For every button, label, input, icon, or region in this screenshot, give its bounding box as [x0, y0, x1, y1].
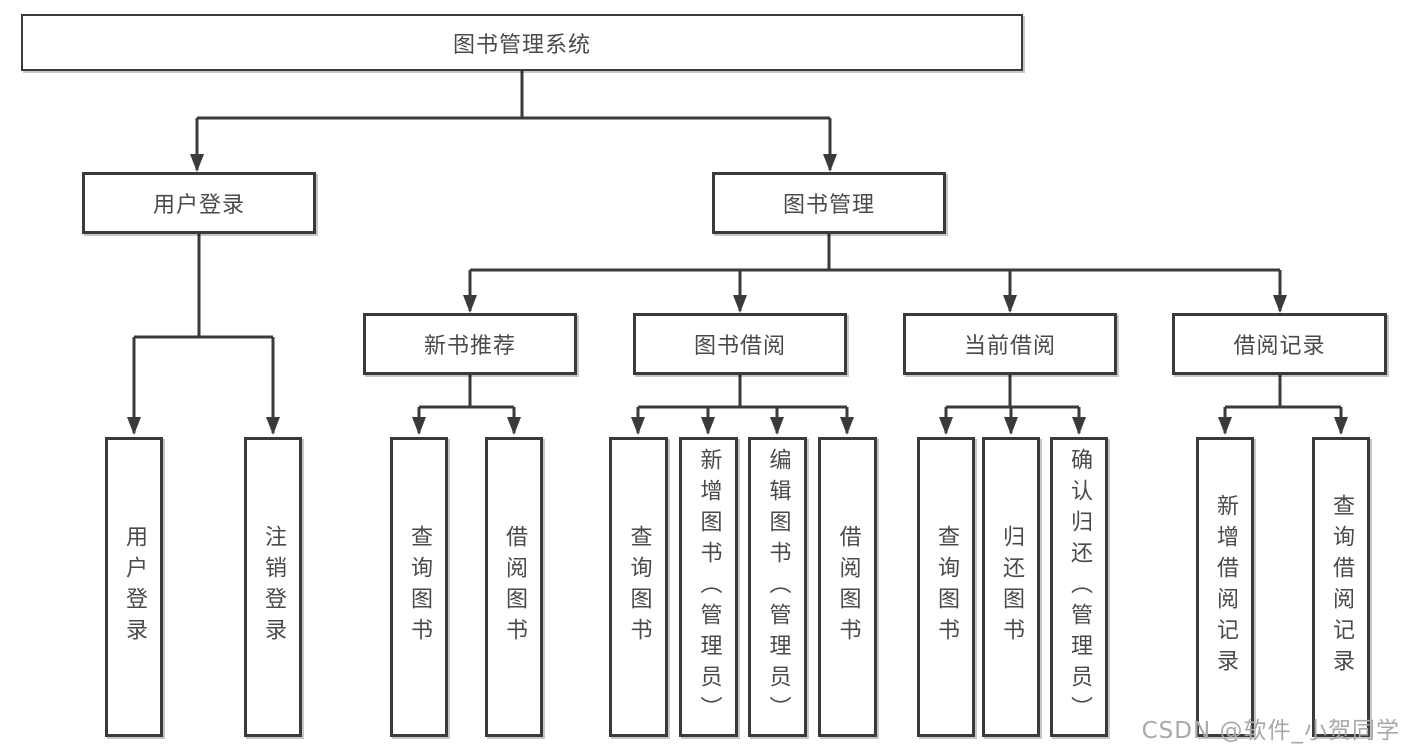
- leaf-bb-query-books-label: 查询图书: [626, 525, 652, 649]
- node-user-login: 用户登录: [82, 172, 316, 234]
- leaf-nb-borrow-books-label: 借阅图书: [502, 525, 527, 649]
- leaf-bb-add-books-admin: 新增图书（管理员）: [679, 437, 738, 737]
- leaf-br-query-record-label: 查询借阅记录: [1329, 494, 1354, 680]
- leaf-cb-return-books-label: 归还图书: [999, 525, 1024, 649]
- leaf-cb-query-books: 查询图书: [917, 437, 975, 737]
- node-book-borrowing-label: 图书借阅: [693, 334, 786, 359]
- leaf-bb-add-books-admin-label: 新增图书（管理员）: [696, 447, 722, 727]
- connectors: [127, 71, 1348, 435]
- node-borrowing-records-label: 借阅记录: [1233, 334, 1326, 359]
- leaf-bb-borrow-books-label: 借阅图书: [835, 525, 861, 649]
- node-book-borrowing: 图书借阅: [633, 313, 847, 375]
- leaf-bb-borrow-books: 借阅图书: [818, 437, 877, 737]
- leaf-bb-query-books: 查询图书: [609, 437, 668, 737]
- leaf-nb-query-books-label: 查询图书: [407, 525, 432, 649]
- leaf-cb-confirm-return-admin: 确认归还（管理员）: [1050, 437, 1108, 737]
- node-book-management-label: 图书管理: [782, 193, 875, 218]
- leaf-cb-confirm-return-admin-label: 确认归还（管理员）: [1067, 447, 1092, 727]
- leaf-br-query-record: 查询借阅记录: [1312, 437, 1370, 737]
- node-new-book-recommend: 新书推荐: [363, 313, 577, 375]
- leaf-br-add-record-label: 新增借阅记录: [1213, 494, 1238, 680]
- node-book-management: 图书管理: [712, 172, 946, 234]
- leaf-br-add-record: 新增借阅记录: [1196, 437, 1254, 737]
- leaf-cb-return-books: 归还图书: [982, 437, 1040, 737]
- leaf-nb-query-books: 查询图书: [390, 437, 448, 737]
- csdn-watermark: CSDN @软件_小贺同学: [1141, 718, 1400, 744]
- node-current-borrowing: 当前借阅: [903, 313, 1117, 375]
- node-borrowing-records: 借阅记录: [1172, 313, 1387, 375]
- leaf-user-login: 用户登录: [105, 437, 163, 737]
- leaf-logout: 注销登录: [244, 437, 302, 737]
- node-root-label: 图书管理系统: [452, 32, 591, 58]
- node-root: 图书管理系统: [21, 14, 1023, 71]
- leaf-cb-query-books-label: 查询图书: [934, 525, 959, 649]
- leaf-bb-edit-books-admin-label: 编辑图书（管理员）: [765, 447, 791, 727]
- leaf-bb-edit-books-admin: 编辑图书（管理员）: [748, 437, 807, 737]
- leaf-nb-borrow-books: 借阅图书: [485, 437, 543, 737]
- node-user-login-label: 用户登录: [152, 193, 245, 218]
- node-current-borrowing-label: 当前借阅: [963, 334, 1056, 359]
- node-new-book-recommend-label: 新书推荐: [423, 334, 516, 359]
- leaf-user-login-label: 用户登录: [122, 525, 147, 649]
- leaf-logout-label: 注销登录: [261, 525, 286, 649]
